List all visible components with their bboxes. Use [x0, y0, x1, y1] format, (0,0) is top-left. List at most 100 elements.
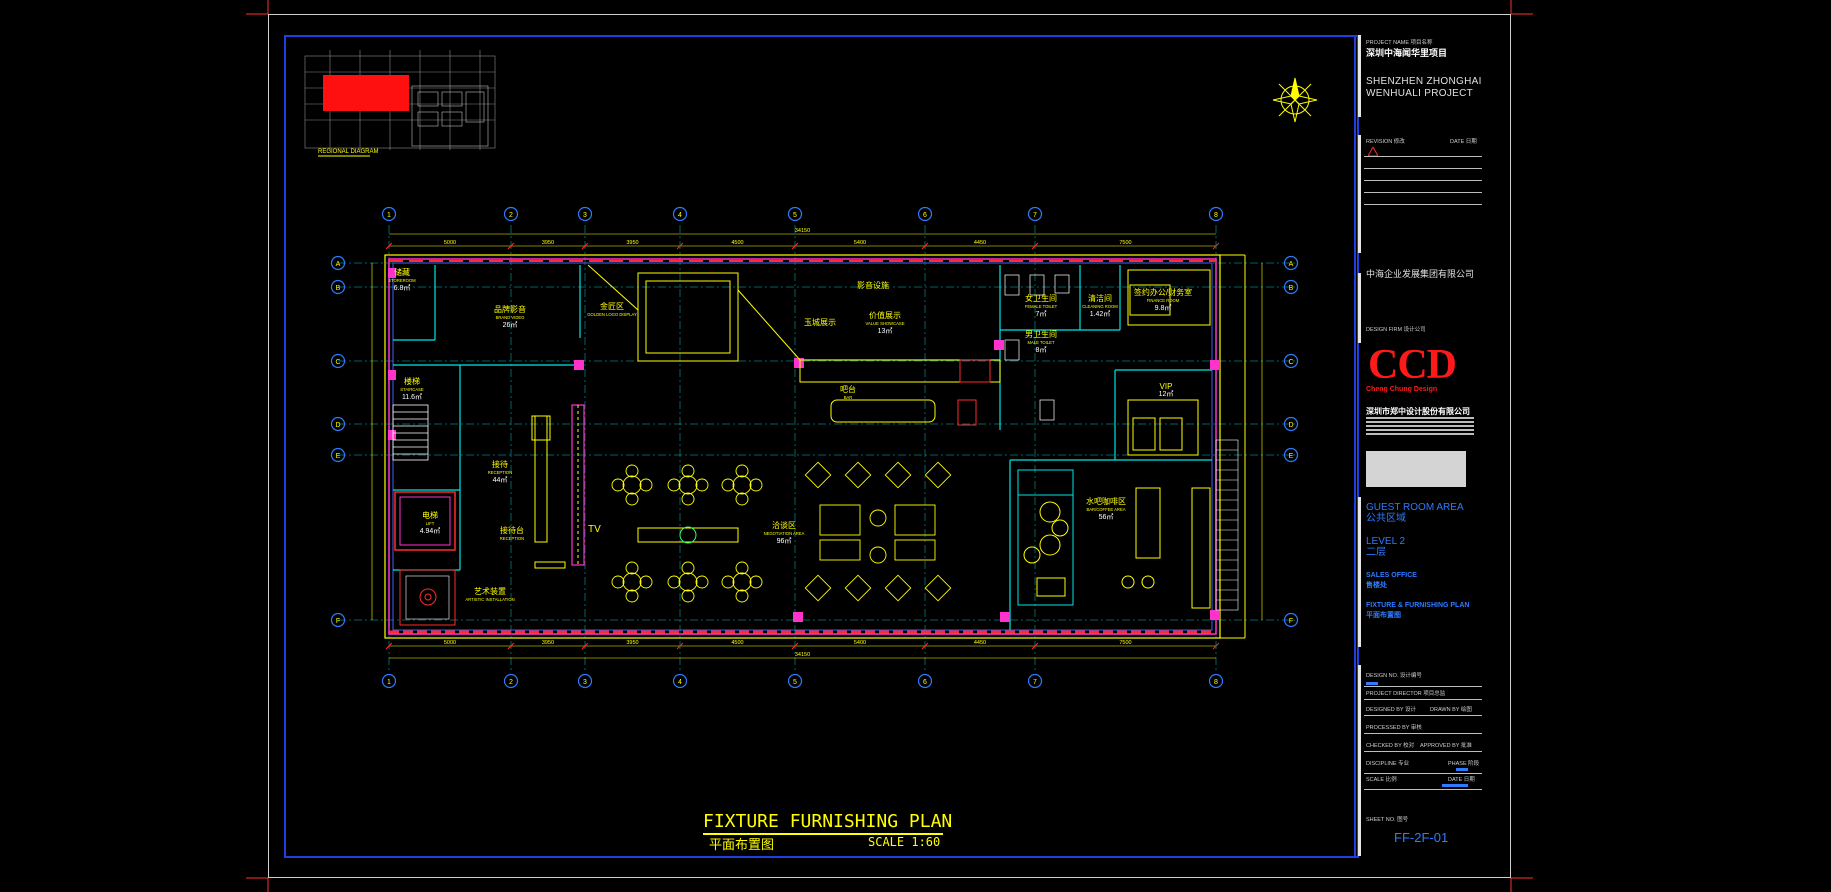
grid-bubble-label: 5 [793, 679, 797, 686]
dimension-tick [921, 242, 929, 250]
room-name-en: RECEPTION [500, 536, 524, 541]
room-area: 9.8㎡ [1155, 304, 1172, 312]
room-area: 11.6㎡ [402, 393, 422, 401]
chair [625, 492, 639, 506]
dimension-label: 3950 [626, 640, 638, 646]
dimension-tick [921, 642, 929, 650]
bar-counter [799, 359, 1001, 426]
lounge-chair [884, 461, 912, 489]
grid-bubble-label: 1 [387, 212, 391, 219]
grid-bubble [1283, 447, 1299, 463]
dimension-label: 4450 [974, 240, 986, 246]
drawing-title: FIXTURE FURNISHING PLAN [703, 811, 953, 832]
grid-bubble-label: D [335, 422, 340, 429]
grid-bubble-label: F [336, 618, 340, 625]
grid-bubble-label: A [1289, 261, 1294, 268]
room-name: VIP [1160, 382, 1173, 391]
room-area: 26㎡ [503, 321, 518, 329]
grid-bubble [787, 673, 803, 689]
dimension-tick [1031, 242, 1039, 250]
dimension-label: 5400 [854, 640, 866, 646]
room-name: 楼梯 [404, 376, 420, 386]
room-area: 6.8㎡ [394, 284, 411, 292]
grid-bubble [917, 206, 933, 222]
grid-bubble [381, 673, 397, 689]
sofa-table [819, 504, 861, 536]
dimension-tick [1212, 642, 1220, 650]
room-area: 96㎡ [777, 537, 792, 545]
north-arrow-icon [1272, 77, 1318, 123]
date2-label: DATE 日期 [1448, 777, 1475, 783]
approved-by-label: APPROVED BY 批准 [1420, 743, 1472, 749]
dimension-tick [791, 242, 799, 250]
grid-bubble-label: 1 [387, 679, 391, 686]
grid-bubble [503, 206, 519, 222]
sheet-no-label: SHEET NO. 图号 [1366, 817, 1409, 823]
lounge-chair [804, 574, 832, 602]
room-name-en: ARTISTIC INSTALLATION [465, 597, 514, 602]
grid-bubble [577, 206, 593, 222]
grid-bubble-label: 2 [509, 679, 513, 686]
room-name: 艺术装置 [474, 586, 506, 596]
dimension-label: 7500 [1119, 640, 1131, 646]
grid-bubble [503, 673, 519, 689]
dimension-label: 5400 [854, 240, 866, 246]
room-name: 玉城展示 [804, 318, 836, 327]
level-en: LEVEL 2 [1366, 536, 1406, 547]
room-name-en: VALUE SHOWCASE [865, 321, 904, 326]
grid-bubble [1208, 673, 1224, 689]
grid-bubble [381, 206, 397, 222]
office-cn: 售楼处 [1366, 582, 1387, 589]
side-table [869, 546, 887, 564]
room-name-en: STOREROOM [388, 278, 416, 283]
office-en: SALES OFFICE [1366, 572, 1417, 579]
round-table [678, 475, 698, 495]
sofa-table [894, 539, 936, 561]
structural-columns [388, 268, 1220, 622]
grid-bubble-label: B [1289, 285, 1294, 292]
room-name: 吧台 [840, 384, 856, 394]
project-name-en-2: WENHUALI PROJECT [1366, 88, 1474, 99]
grid-bubble [1283, 612, 1299, 628]
grid-bubble-label: 6 [923, 679, 927, 686]
drawn-by-label: DRAWN BY 绘图 [1430, 707, 1472, 713]
room-name: 储藏 [394, 267, 410, 277]
room-name-en: BAR/COFFEE AREA [1086, 507, 1125, 512]
dimension-total: 34150 [795, 652, 810, 658]
tv-label: TV [588, 524, 601, 535]
lift-shaft [394, 491, 456, 551]
project-name-cn: 深圳中海闻华里项目 [1366, 48, 1448, 58]
grid-bubble [1027, 206, 1043, 222]
room-name-en: LIFT [426, 521, 435, 526]
room-area: 44㎡ [493, 476, 508, 484]
chair [735, 464, 749, 478]
chair [735, 492, 749, 506]
sofa-table [894, 504, 936, 536]
key-plan-label: REGIONAL DIAGRAM [318, 149, 378, 155]
chair [639, 478, 653, 492]
grid-bubble-label: C [335, 359, 340, 366]
room-label: 影音设施 [857, 280, 889, 290]
chair [721, 478, 735, 492]
grid-bubble [330, 416, 346, 432]
drawing-sheet-border [268, 14, 1511, 878]
room-name-en: CLEANING ROOM [1082, 304, 1118, 309]
chair [695, 478, 709, 492]
revision-label: REVISION 修改 [1366, 139, 1405, 145]
room-area: 56㎡ [1099, 513, 1114, 521]
dimension-tick [385, 642, 393, 650]
processed-by-label: PROCESSED BY 审核 [1366, 725, 1422, 731]
firm-name: 深圳市郑中设计股份有限公司 [1366, 407, 1470, 416]
design-no-label: DESIGN NO. 设计编号 [1366, 673, 1422, 679]
room-name: 接待 [492, 459, 508, 469]
dimension-label: 3950 [542, 640, 554, 646]
grid-bubble-label: E [1289, 453, 1294, 460]
